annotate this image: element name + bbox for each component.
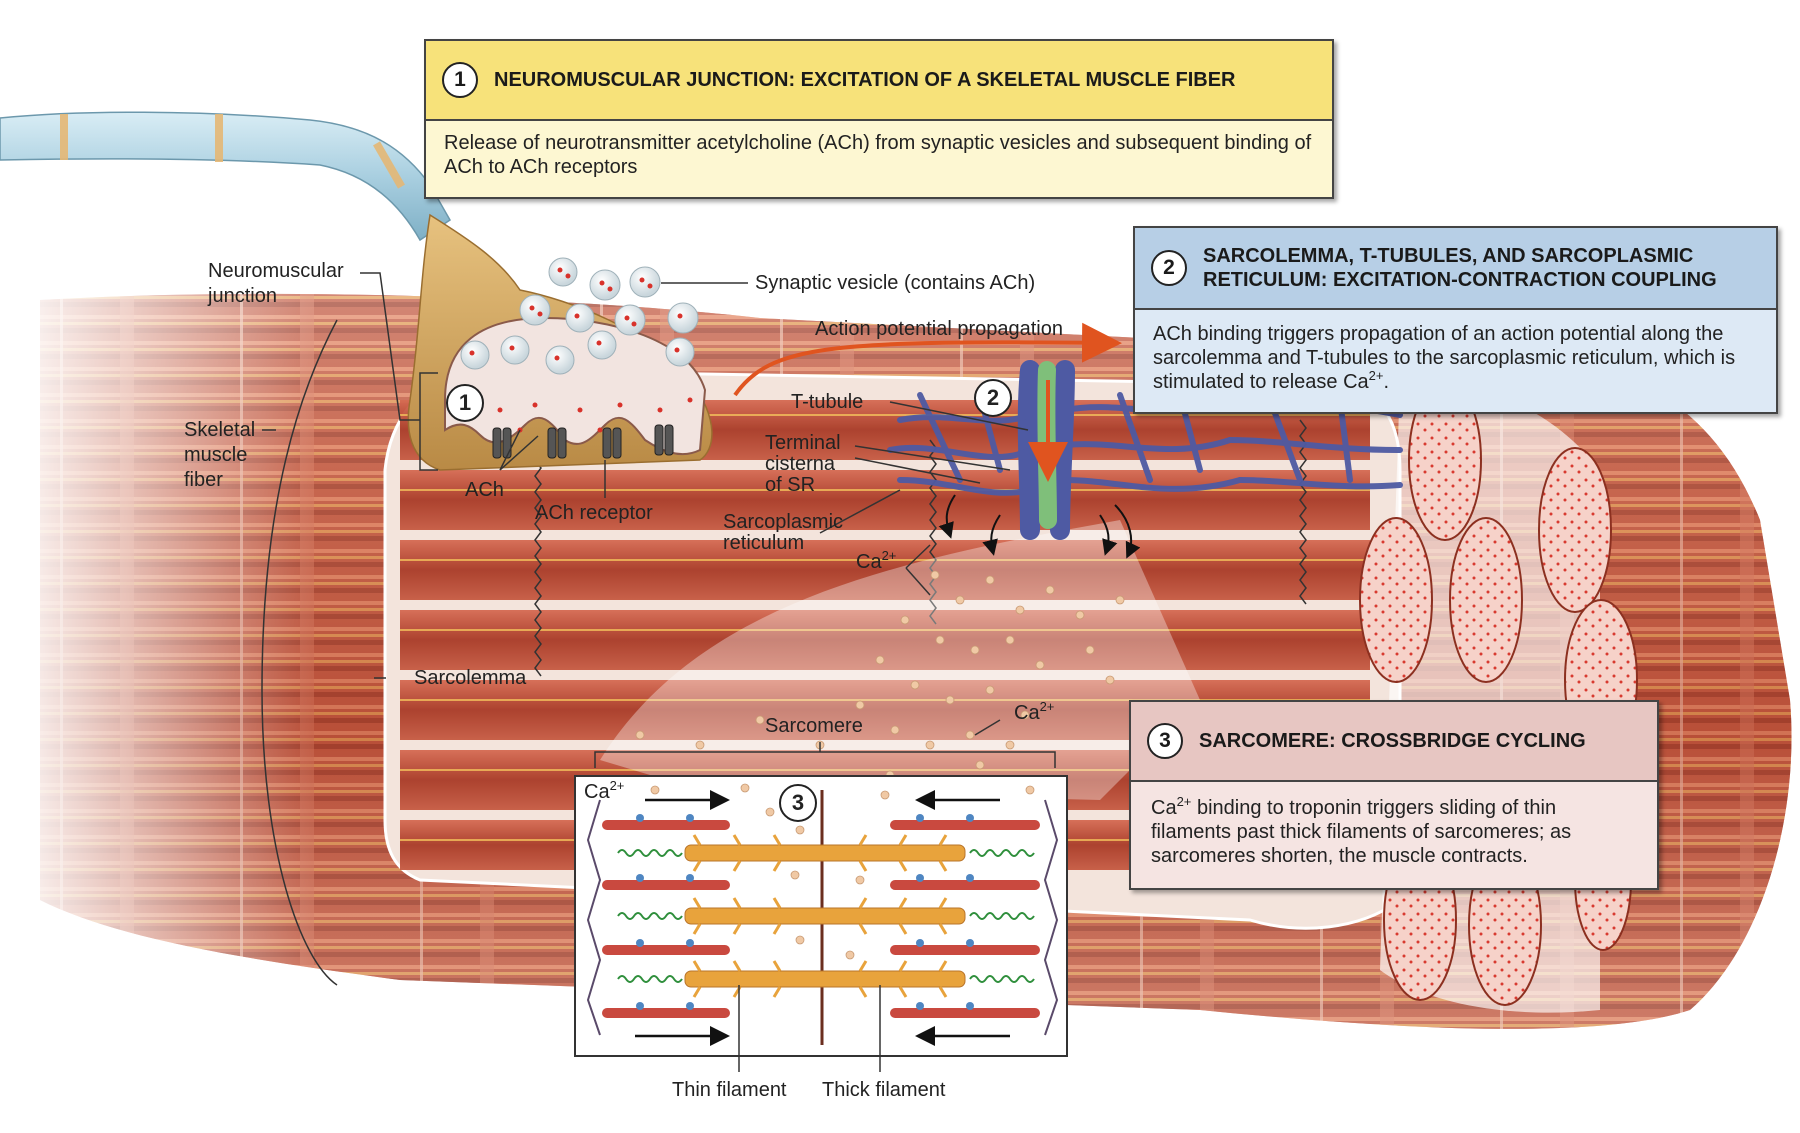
step1-number: 1 (442, 62, 478, 98)
calcium-upper-symbol: Ca (856, 551, 882, 573)
label-thin-filament: Thin filament (672, 1079, 787, 1101)
label-sarcolemma: Sarcolemma (414, 667, 527, 689)
label-ach: ACh (465, 479, 504, 501)
step1-header: 1 NEUROMUSCULAR JUNCTION: EXCITATION OF … (426, 41, 1332, 121)
step1-box: 1 NEUROMUSCULAR JUNCTION: EXCITATION OF … (424, 39, 1334, 199)
step2-header: 2 SARCOLEMMA, T-TUBULES, AND SARCOPLASMI… (1135, 228, 1776, 310)
step3-number: 3 (1147, 723, 1183, 759)
step2-description-superscript: 2+ (1368, 368, 1384, 383)
step1-title: NEUROMUSCULAR JUNCTION: EXCITATION OF A … (494, 69, 1236, 91)
label-action-potential-propagation: Action potential propagation (815, 318, 1063, 340)
step2-body: ACh binding triggers propagation of an a… (1135, 310, 1776, 412)
label-ach-receptor: ACh receptor (535, 502, 653, 524)
label-calcium-middle: Ca2+ (1014, 699, 1055, 725)
label-calcium-upper: Ca2+ (856, 548, 897, 574)
step2-title-line1: SARCOLEMMA, T-TUBULES, AND SARCOPLASMIC (1203, 245, 1694, 267)
label-thick-filament: Thick filament (822, 1079, 946, 1101)
step2-title: SARCOLEMMA, T-TUBULES, AND SARCOPLASMIC … (1203, 244, 1717, 292)
calcium-inset-charge: 2+ (609, 778, 625, 793)
step3-box: 3 SARCOMERE: CROSSBRIDGE CYCLING Ca2+ bi… (1129, 700, 1659, 890)
marker-step1: 1 (446, 384, 484, 422)
label-synaptic-vesicle: Synaptic vesicle (contains ACh) (755, 272, 1036, 294)
step3-description: binding to troponin triggers sliding of … (1151, 797, 1572, 867)
step1-body: Release of neurotransmitter acetylcholin… (426, 121, 1332, 197)
calcium-ions (635, 570, 1125, 780)
label-terminal-cisterna: Terminal cisterna of SR (765, 432, 841, 496)
step2-description-end: . (1383, 371, 1390, 393)
step1-description: Release of neurotransmitter acetylcholin… (444, 132, 1312, 178)
label-neuromuscular-junction: Neuromuscular junction (208, 260, 344, 307)
calcium-middle-charge: 2+ (1039, 699, 1055, 714)
action-potential-arrows (733, 322, 1122, 482)
step3-title: SARCOMERE: CROSSBRIDGE CYCLING (1199, 730, 1586, 752)
step2-box: 2 SARCOLEMMA, T-TUBULES, AND SARCOPLASMI… (1133, 226, 1778, 414)
label-sarcomere: Sarcomere (765, 715, 863, 737)
step3-description-superscript: 2+ (1176, 794, 1192, 809)
calcium-upper-charge: 2+ (881, 548, 897, 563)
label-calcium-inset: Ca2+ (584, 778, 625, 804)
step2-description: ACh binding triggers propagation of an a… (1153, 323, 1736, 393)
label-t-tubule: T-tubule (791, 391, 864, 413)
motor-neuron-axon (0, 111, 451, 242)
step3-body: Ca2+ binding to troponin triggers slidin… (1131, 782, 1657, 888)
sarcomere-inset-panel (574, 775, 1068, 1057)
step2-number: 2 (1151, 250, 1187, 286)
step2-title-line2: RETICULUM: EXCITATION-CONTRACTION COUPLI… (1203, 269, 1717, 291)
step3-description-ca: Ca (1151, 797, 1177, 819)
marker-step3: 3 (779, 784, 817, 822)
myofibril-cross-sections (1359, 379, 1638, 1013)
sarcomere-bracket (594, 742, 1056, 768)
marker-step2: 2 (974, 379, 1012, 417)
step3-header: 3 SARCOMERE: CROSSBRIDGE CYCLING (1131, 702, 1657, 782)
axon-terminal (407, 213, 713, 471)
calcium-middle-symbol: Ca (1014, 702, 1040, 724)
label-sarcoplasmic-reticulum: Sarcoplasmic reticulum (723, 511, 844, 554)
leader-lines (261, 272, 1029, 1072)
label-skeletal-muscle-fiber: Skeletal muscle fiber (184, 419, 256, 491)
calcium-inset-symbol: Ca (584, 781, 610, 803)
calcium-release-arrows (938, 494, 1141, 559)
